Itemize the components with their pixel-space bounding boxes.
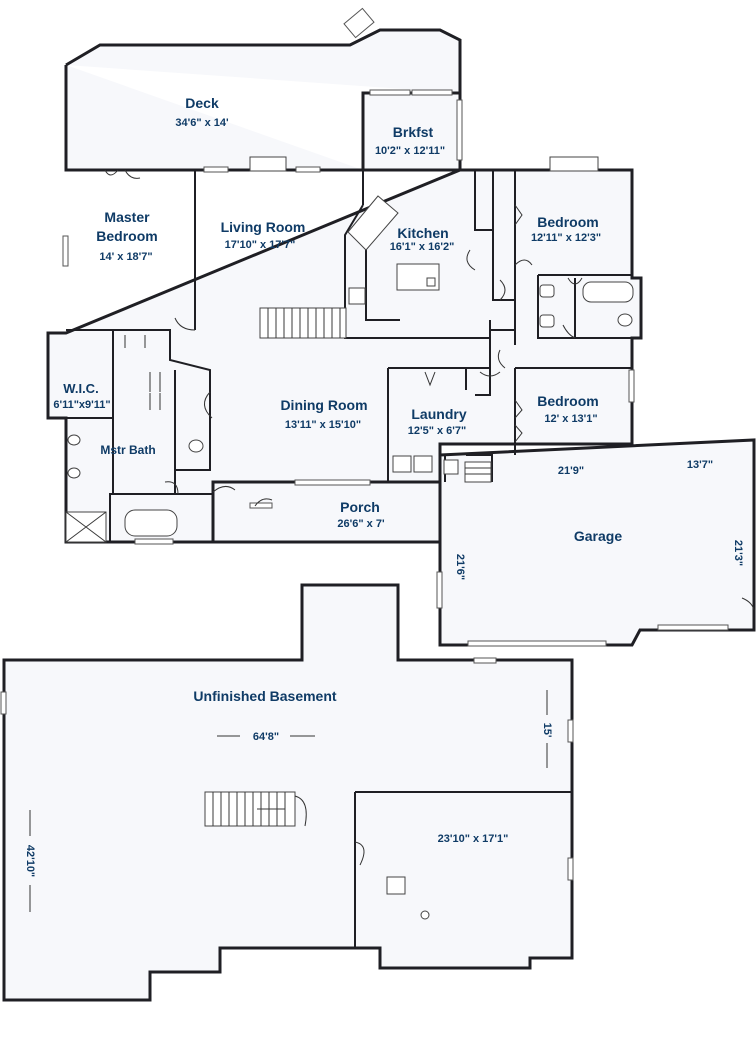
range-icon — [348, 287, 366, 305]
main-floor — [46, 7, 756, 647]
dryer-icon — [413, 455, 433, 473]
deck-dim: 34'6" x 14' — [175, 117, 229, 129]
washer-icon — [392, 455, 412, 473]
garage-steps — [464, 461, 492, 483]
garage-dim-top-right: 13'7" — [687, 459, 713, 471]
bedroom-window-seat — [549, 156, 599, 172]
bedroom-2-name: Bedroom — [537, 393, 598, 409]
master-bedroom-name-line2: Bedroom — [96, 228, 157, 244]
wic-dim: 6'11"x9'11" — [53, 399, 110, 411]
stairs-main — [259, 307, 347, 339]
fireplace-icon — [249, 156, 287, 172]
basement-dim-right: 15' — [541, 723, 553, 738]
doors — [104, 169, 755, 611]
laundry-name: Laundry — [411, 406, 466, 422]
bedroom-1-name: Bedroom — [537, 214, 598, 230]
master-bedroom-dim: 14' x 18'7" — [99, 251, 152, 263]
stairs-basement — [204, 791, 307, 827]
basement-room-dim: 23'10" x 17'1" — [438, 833, 509, 845]
dining-room-name: Dining Room — [280, 397, 367, 413]
sink-icon — [67, 434, 81, 446]
sink-icon — [539, 314, 555, 328]
bathtub-icon — [582, 281, 634, 303]
deck-name: Deck — [185, 95, 219, 111]
master-bedroom-name-line1: Master — [104, 209, 150, 225]
drain-icon — [420, 910, 430, 920]
room-labels: Deck 34'6" x 14' Brkfst 10'2" x 12'11" M… — [24, 95, 744, 877]
laundry-sink-icon — [443, 459, 459, 475]
mstr-bath-name: Mstr Bath — [100, 443, 155, 457]
laundry-dim: 12'5" x 6'7" — [408, 425, 466, 437]
garage-dim-top-left: 21'9" — [558, 465, 584, 477]
basement-floor — [0, 583, 574, 1002]
living-room-name: Living Room — [221, 219, 306, 235]
toilet-icon — [617, 313, 633, 327]
basement-dim-left: 42'10" — [24, 845, 36, 877]
basement-dim-width: 64'8" — [253, 731, 279, 743]
windows — [62, 7, 729, 647]
bedroom-1-dim: 12'11" x 12'3" — [531, 232, 601, 244]
porch-name: Porch — [340, 499, 380, 515]
wic-name: W.I.C. — [63, 381, 98, 396]
support-post — [386, 876, 406, 895]
garage-dim-right: 21'3" — [732, 540, 744, 566]
basement-room-door — [354, 841, 365, 866]
sink-icon — [67, 467, 81, 479]
bedroom-2-dim: 12' x 13'1" — [544, 413, 597, 425]
kitchen-dim: 16'1" x 16'2" — [390, 241, 455, 253]
garage-name: Garage — [574, 528, 622, 544]
master-tub-icon — [124, 509, 178, 537]
porch-dim: 26'6" x 7' — [337, 518, 385, 530]
porch-outline — [211, 480, 442, 544]
garage-dim-left: 21'6" — [454, 554, 466, 580]
toilet-icon — [188, 439, 204, 453]
sink-icon — [539, 284, 555, 298]
brkfst-name: Brkfst — [393, 124, 434, 140]
living-room-dim: 17'10" x 17'7" — [225, 239, 296, 251]
dining-room-dim: 13'11" x 15'10" — [285, 419, 361, 431]
kitchen-counter-angled — [347, 195, 399, 251]
basement-name: Unfinished Basement — [193, 688, 336, 704]
brkfst-dim: 10'2" x 12'11" — [375, 145, 445, 157]
kitchen-name: Kitchen — [397, 225, 448, 241]
